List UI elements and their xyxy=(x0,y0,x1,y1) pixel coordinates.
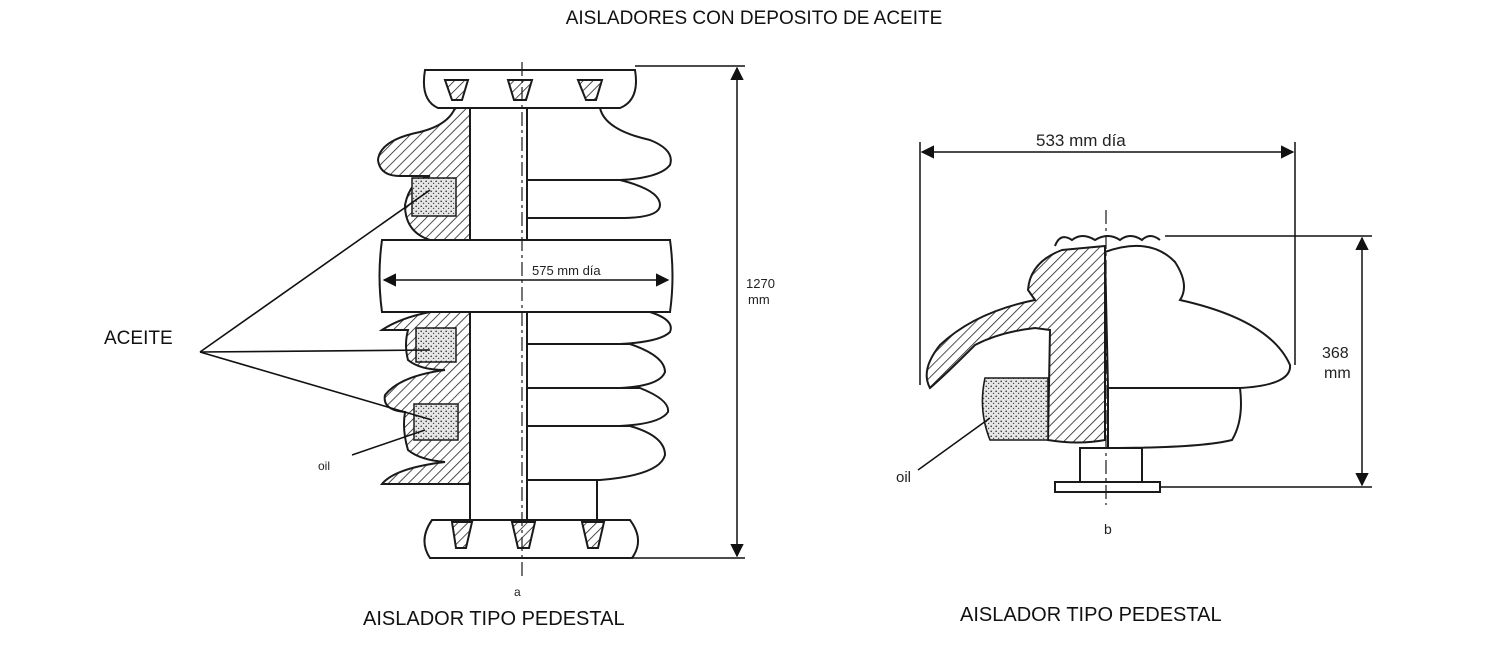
insulator-a-oil-reservoir-1 xyxy=(411,177,457,217)
insulator-a-height-value: 1270 xyxy=(746,276,775,291)
insulator-b-height-value: 368 xyxy=(1322,345,1349,362)
insulator-a xyxy=(376,62,674,580)
insulator-a-height-unit: mm xyxy=(748,292,770,307)
aceite-callout-label: ACEITE xyxy=(104,328,173,349)
aceite-callout-lines xyxy=(199,189,433,421)
insulator-b-letter: b xyxy=(1104,521,1112,537)
insulator-b-shaft xyxy=(1079,447,1143,483)
insulator-b-height-dimension xyxy=(1160,235,1372,488)
insulator-b-diameter-dimension xyxy=(919,142,1296,385)
insulator-a-diameter-label: 575 mm día xyxy=(532,263,601,278)
insulator-a-letter: a xyxy=(514,585,521,599)
insulator-a-height-dimension xyxy=(632,65,745,559)
insulator-a-oil-reservoir-2 xyxy=(415,327,457,363)
insulator-b-oil-label: oil xyxy=(896,469,911,486)
insulator-a-caption: AISLADOR TIPO PEDESTAL xyxy=(363,608,625,630)
insulator-a-left-section xyxy=(376,107,471,241)
insulator-b-caption: AISLADOR TIPO PEDESTAL xyxy=(960,604,1222,626)
insulator-b-skirt xyxy=(1103,245,1292,389)
insulator-b-oil-leader xyxy=(917,417,991,471)
insulator-b-oil-reservoir xyxy=(981,377,1049,441)
insulator-a-large-shed xyxy=(378,239,674,313)
insulator-a-core xyxy=(469,107,528,521)
insulator-a-oil-label: oil xyxy=(318,459,330,473)
insulator-b-base xyxy=(1054,481,1161,493)
insulator-b-diameter-label: 533 mm día xyxy=(1036,131,1126,150)
page-title: AISLADORES CON DEPOSITO DE ACEITE xyxy=(565,8,943,29)
insulator-b-lower-body xyxy=(1107,387,1242,450)
insulator-b xyxy=(925,210,1292,505)
insulator-b-height-unit: mm xyxy=(1324,365,1351,382)
insulator-a-oil-leader xyxy=(351,429,426,456)
insulator-a-oil-reservoir-3 xyxy=(413,403,459,441)
